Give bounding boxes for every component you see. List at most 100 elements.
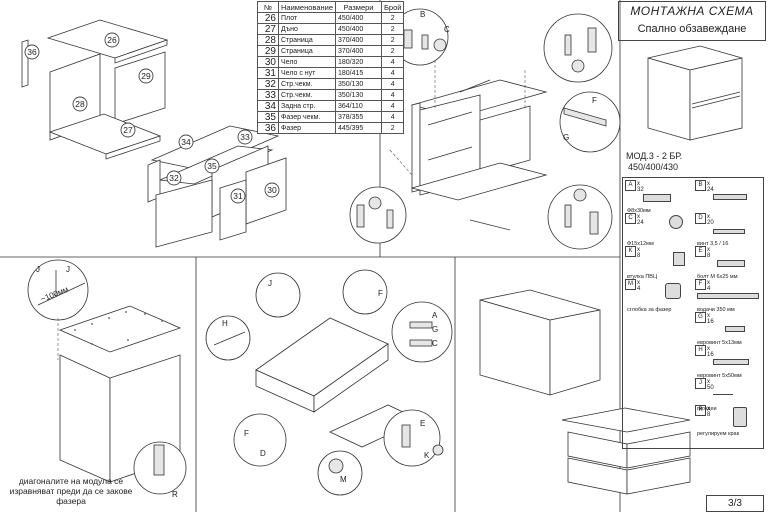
hardware-qty: x 4	[637, 280, 641, 292]
drawer-assembly-labels: H J F F D M A G C E K	[222, 279, 438, 484]
step-label-c2: C	[432, 339, 438, 348]
row-name: Фазер чекм.	[278, 111, 336, 123]
step-label-f3: F	[244, 429, 249, 438]
row-qty: 4	[380, 111, 405, 123]
row-name: Стр.чекм.	[278, 78, 336, 90]
panel-31-front	[219, 179, 247, 241]
cam-lock-icon	[669, 215, 683, 229]
row-size: 378/355	[335, 111, 382, 123]
panel-29-side	[114, 51, 166, 125]
row-num: 36	[257, 122, 279, 134]
row-name: Дъно	[278, 23, 336, 35]
row-num: 30	[257, 56, 279, 68]
row-num: 27	[257, 23, 279, 35]
row-num: 29	[257, 45, 279, 57]
step-label-j2: J	[66, 265, 70, 274]
hardware-name: регулируем крак	[697, 431, 740, 437]
row-qty: 4	[380, 78, 405, 90]
callout-28: 28	[75, 99, 85, 109]
row-size: 180/415	[335, 67, 382, 79]
row-size: 364/110	[335, 100, 382, 112]
hardware-code: M	[625, 279, 636, 290]
row-name: Чело	[278, 56, 336, 68]
row-qty: 2	[380, 122, 405, 134]
row-size: 370/400	[335, 34, 382, 46]
row-qty: 4	[380, 56, 405, 68]
sheet-title: МОНТАЖНА СХЕМА	[630, 4, 754, 18]
row-num: 34	[257, 100, 279, 112]
col-header-name: Наименование	[278, 1, 336, 13]
cam-bolt-icon	[421, 34, 429, 50]
step-label-e: E	[420, 419, 425, 428]
hardware-name: винт 3,5 / 16	[697, 241, 729, 247]
row-size: 450/400	[335, 23, 382, 35]
row-qty: 4	[380, 100, 405, 112]
exploded-carcass-view	[21, 19, 169, 160]
hardware-name: водачи 350 мм	[697, 307, 735, 313]
step-label-g: G	[563, 133, 569, 142]
model-sizes: 450/400/430	[628, 162, 679, 172]
detail-circle-euroscrew	[205, 315, 251, 361]
nail-dots	[74, 311, 163, 345]
hardware-qty: x 32	[637, 181, 644, 193]
finished-module-view	[647, 45, 743, 141]
title-block: МОНТАЖНА СХЕМА Спално обзавеждане	[618, 1, 766, 41]
hardware-name: сглобка за фазер	[627, 307, 672, 313]
row-name: Страница	[278, 45, 336, 57]
hardware-name: евровинт 5х13мм	[697, 340, 742, 346]
page-number: 3/3	[706, 495, 764, 512]
drawer-rail-icon	[697, 293, 759, 299]
row-name: Чело с нут	[278, 67, 336, 79]
hardware-qty: x 24	[637, 214, 644, 226]
hardware-code: B	[695, 180, 706, 191]
row-qty: 2	[380, 12, 405, 24]
col-header-num: №	[257, 1, 279, 13]
hardware-qty: x 24	[707, 181, 714, 193]
back-panel	[58, 305, 182, 353]
drawer-assembly-view	[205, 269, 453, 496]
hardware-qty: x 8	[707, 406, 711, 418]
sleeve-icon	[673, 252, 685, 266]
row-num: 26	[257, 12, 279, 24]
euroscrew-long-icon	[213, 331, 246, 346]
hardware-name: Ф8х30мм	[627, 208, 651, 214]
row-size: 350/130	[335, 89, 382, 101]
callout-26: 26	[107, 35, 117, 45]
module-with-drawers-view	[479, 289, 691, 495]
hardware-qty: x 8	[637, 247, 641, 259]
row-name: Стр.чекм.	[278, 89, 336, 101]
hardware-name: евровинт 5х50мм	[697, 373, 742, 379]
row-num: 32	[257, 78, 279, 90]
row-size: 370/400	[335, 45, 382, 57]
hardware-code: K	[625, 246, 636, 257]
detail-circle-dowel-bottom	[349, 186, 407, 244]
row-qty: 2	[380, 45, 405, 57]
col-header-qty: Брой	[380, 1, 405, 13]
row-num: 31	[257, 67, 279, 79]
callout-36: 36	[27, 47, 37, 57]
cam-lock-assembly-view	[349, 8, 621, 250]
row-size: 450/400	[335, 12, 382, 24]
step-label-f: F	[592, 96, 597, 105]
adjustable-foot-icon	[153, 444, 165, 476]
model-label: МОД.3 - 2 БР.	[626, 151, 683, 161]
step-label-h: H	[222, 319, 228, 328]
callout-32: 32	[169, 173, 179, 183]
sheet-subtitle: Спално обзавеждане	[637, 23, 747, 35]
hardware-list: A x 32 Ф8х30мм B x 24 C x 24 Ф15х12мм D …	[622, 177, 764, 449]
hardware-name: гвоздеи	[697, 406, 717, 412]
step-label-j: J	[268, 279, 272, 288]
step-label-c: C	[444, 25, 450, 34]
row-num: 33	[257, 89, 279, 101]
assembly-note: диагоналите на модула се изравняват пред…	[9, 476, 133, 506]
nail-icon	[713, 394, 733, 396]
